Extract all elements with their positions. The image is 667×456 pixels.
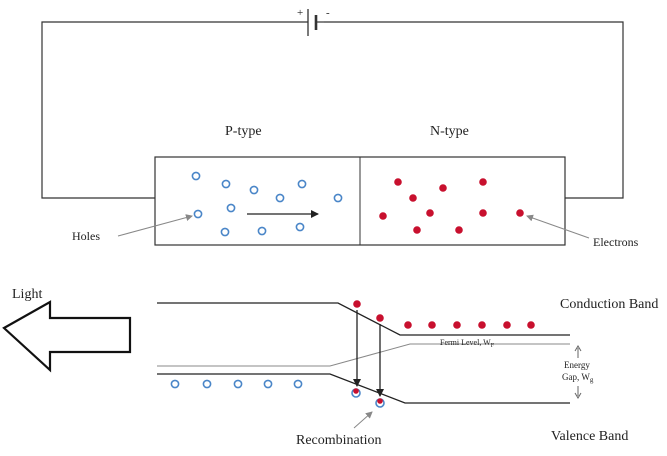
circuit-wire [41,21,624,199]
energy-gap-label-line1: Energy [564,360,590,370]
conduction-band-electrons [353,300,535,329]
energy-gap-label-line2: Gap, Wg [562,372,594,384]
hole [275,193,285,203]
electron [426,209,434,217]
electron [428,321,436,329]
electron [479,209,487,217]
electrons-label: Electrons [593,235,639,249]
hole [202,379,212,389]
electron [379,212,387,220]
battery-plus-sign: + [297,7,303,19]
hole [221,179,231,189]
electron [527,321,535,329]
electron [479,178,487,186]
valence-band-edge [157,373,570,404]
fermi-level-line [157,343,570,367]
electron [453,321,461,329]
battery-minus-sign: - [326,7,330,19]
electrons-pointer-arrow [526,214,590,239]
hole [257,226,267,236]
hole [233,379,243,389]
electron [404,321,412,329]
hole [220,227,230,237]
light-label: Light [12,287,42,302]
battery-icon [307,9,324,36]
hole [170,379,180,389]
hole [295,222,305,232]
recombination-label: Recombination [296,433,382,448]
electron [455,226,463,234]
energy-gap-indicator [574,345,582,399]
electron [394,178,402,186]
electron [503,321,511,329]
electron [409,194,417,202]
fermi-level-label: Fermi Level, WF [440,338,495,349]
valence-band-label: Valence Band [551,429,628,444]
conduction-band-edge [157,302,570,336]
electron [376,314,384,322]
recombination-pointer-arrow [353,411,373,429]
electron [413,226,421,234]
energy-gap-subscript: g [590,376,594,384]
valence-band-holes [170,379,303,389]
holes-label: Holes [72,229,100,243]
hole [333,193,343,203]
energy-gap-text: Gap, W [562,372,590,382]
recombined-electron [353,388,359,394]
electron [516,209,524,217]
hole [293,379,303,389]
hole [191,171,201,181]
hole [249,185,259,195]
p-type-label: P-type [225,124,262,139]
electron [353,300,361,308]
fermi-level-text: Fermi Level, W [440,338,491,347]
p-region-holes [191,171,343,237]
n-region-electrons [379,178,524,234]
hole [226,203,236,213]
conduction-band-label: Conduction Band [560,297,658,312]
electron [439,184,447,192]
recombined-electron [377,398,383,404]
fermi-level-subscript: F [491,343,495,349]
electron [478,321,486,329]
hole [193,209,203,219]
hole [297,179,307,189]
holes-pointer-arrow [117,214,193,237]
n-type-label: N-type [430,124,469,139]
light-emission-arrow-icon [2,300,132,373]
hole [263,379,273,389]
